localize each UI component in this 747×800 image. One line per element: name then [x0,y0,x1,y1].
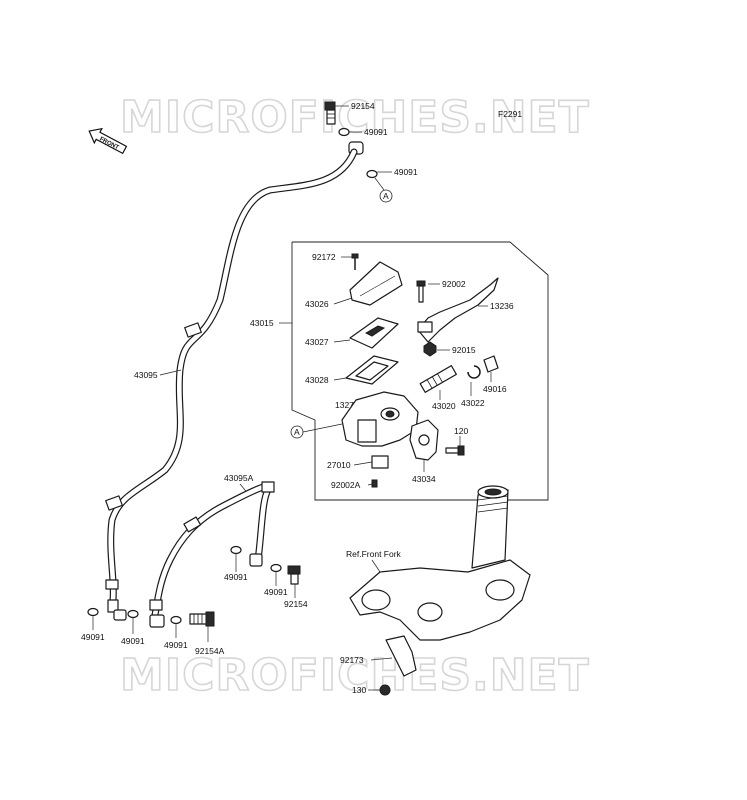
brake-hose-43095a [151,482,273,619]
reference-label: Ref.Front Fork [346,549,402,559]
label-92015: 92015 [452,345,476,355]
label-43015: 43015 [250,318,274,328]
hose-a-lower-banjo [149,614,165,628]
figure-code: F2291 [498,109,522,119]
piston-43020 [419,365,457,393]
washer-f [127,609,139,619]
label-49091-g: 49091 [164,640,188,650]
label-49091-a: 49091 [364,127,388,137]
washer-top-2 [366,169,378,179]
label-43027: 43027 [305,337,329,347]
label-92173: 92173 [340,655,364,665]
brake-lever-13236 [417,277,499,343]
label-49091-d: 49091 [264,587,288,597]
label-92172: 92172 [312,252,336,262]
label-43095: 43095 [134,370,158,380]
washer-e [87,607,99,617]
callout-a-box: A [294,427,300,437]
label-92154-top: 92154 [351,101,375,111]
label-49091-f: 49091 [121,636,145,646]
screw-92002a [371,479,378,488]
label-13272: 13272 [335,400,359,410]
label-49091-b: 49091 [394,167,418,177]
hose-lower-fitting [107,599,119,613]
label-27010: 27010 [327,460,351,470]
banjo-bolt-top [324,101,336,125]
banjo-bolt-92154-mid [287,565,301,585]
label-13236: 13236 [490,301,514,311]
label-92002: 92002 [442,279,466,289]
joint-fitting [113,609,127,621]
watermark-top: MICROFICHES.NET [120,92,590,143]
label-92002A: 92002A [331,480,361,490]
label-92154-mid: 92154 [284,599,308,609]
label-120: 120 [454,426,468,436]
washer-g [170,615,182,625]
circlip-43022 [467,365,481,379]
hose-clamp-mid [184,322,202,338]
label-49016: 49016 [483,384,507,394]
label-43022: 43022 [461,398,485,408]
label-49091-c: 49091 [224,572,248,582]
triple-clamp-lower [349,559,531,641]
hose-a-banjo [249,553,263,567]
steering-stem [471,485,509,569]
washer-c [230,545,242,555]
banjo-bolt-92154a [189,611,215,627]
label-92154A: 92154A [195,646,225,656]
hose-a-clamp [183,516,202,533]
label-49091-e: 49091 [81,632,105,642]
label-130: 130 [352,685,366,695]
hose-a-top-fitting [261,481,275,493]
label-43028: 43028 [305,375,329,385]
bracket-92173 [385,635,417,677]
boot-49016 [483,355,499,373]
label-43026: 43026 [305,299,329,309]
label-43020: 43020 [432,401,456,411]
assembly-box [291,241,549,501]
callout-circle-top [379,189,393,203]
hose-clamp-low [105,495,123,511]
callout-a-top: A [383,191,389,201]
pivot-bolt-92002 [416,280,426,303]
watermark-bottom: MICROFICHES.NET [120,650,590,701]
washer-d [270,563,282,573]
washer-top-1 [338,127,350,137]
bolt-130 [379,684,391,696]
bolt-120 [445,445,465,456]
nut-92015 [423,341,437,357]
label-43034: 43034 [412,474,436,484]
reservoir-cap-43026 [349,261,403,306]
hose-a-sleeve [149,599,163,611]
switch-27010 [371,455,389,469]
lever-pivot-block [417,321,433,333]
hose-sleeve-low [105,579,119,590]
screw-92172 [351,253,359,270]
label-43095A: 43095A [224,473,254,483]
